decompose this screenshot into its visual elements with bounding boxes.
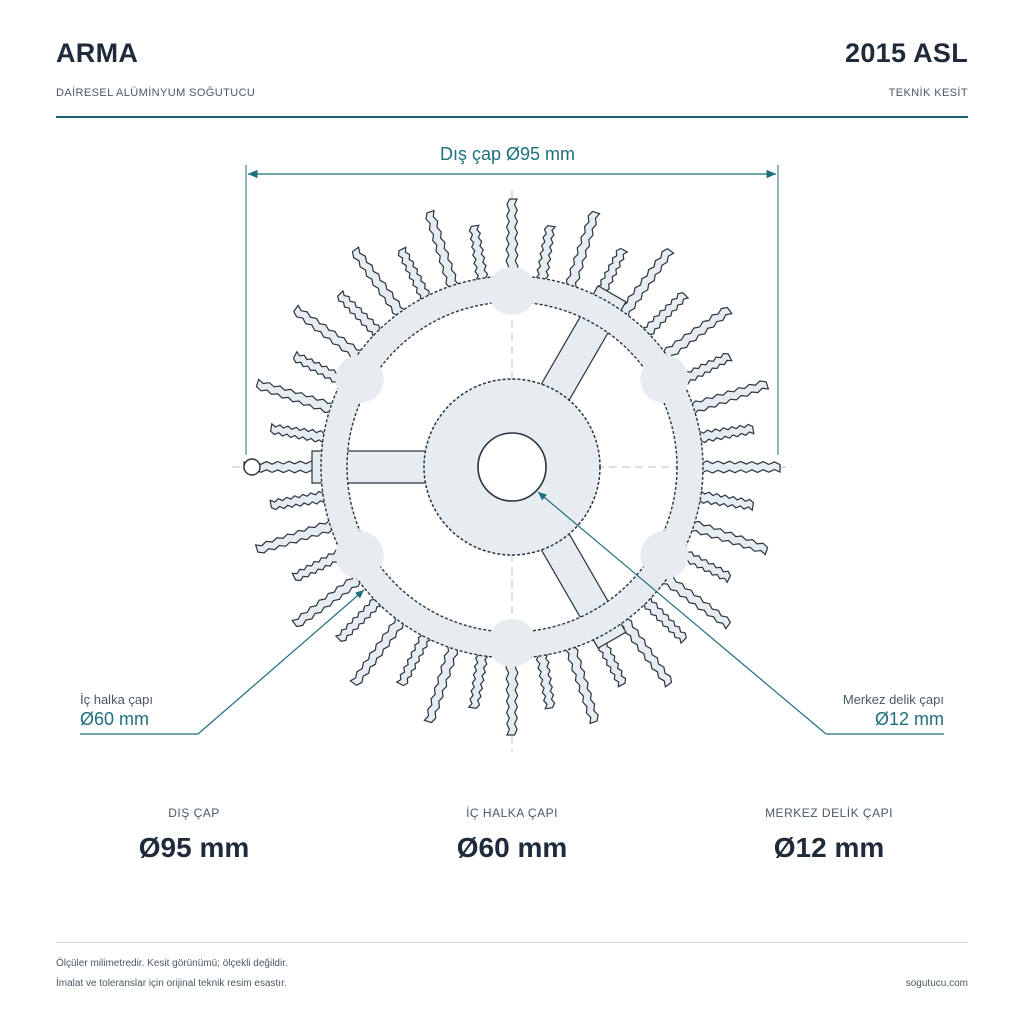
footer-note-units: Ölçüler milimetredir. Kesit görünümü; öl…	[56, 958, 288, 969]
brand-title: ARMA	[56, 38, 139, 68]
outer-diameter-label: Dış çap Ø95 mm	[440, 144, 576, 164]
section-subtitle: TEKNİK KESİT	[888, 87, 968, 99]
cooling-fin	[397, 246, 439, 311]
footer-note-tolerance: İmalat ve toleranslar için orijinal tekn…	[56, 978, 287, 989]
mounting-notch-left	[243, 458, 261, 476]
cooling-fin	[505, 198, 520, 290]
center-hole-leader	[537, 491, 944, 735]
spec-label: MERKEZ DELİK ÇAPI	[765, 806, 893, 820]
cooling-fin	[269, 487, 338, 511]
heatsink-profile	[243, 198, 781, 736]
cooling-fin	[610, 608, 673, 688]
cooling-fin	[269, 422, 338, 446]
spec-value: Ø12 mm	[773, 832, 885, 863]
inner-ring-callout-label: İç halka çapı	[80, 692, 153, 707]
cooling-fin	[686, 423, 755, 447]
fin-root-node	[335, 531, 384, 579]
cooling-fin	[254, 514, 345, 554]
cooling-fin	[468, 224, 492, 293]
fin-root-node	[640, 531, 689, 579]
cooling-fin	[423, 633, 462, 724]
fin-root-node	[640, 355, 689, 403]
spec-value: Ø60 mm	[456, 832, 568, 863]
cooling-fin	[349, 606, 412, 687]
cooling-fin	[689, 460, 781, 475]
model-title: 2015 ASL	[845, 38, 968, 68]
fin-root-nodes	[335, 267, 689, 667]
cooling-fin	[532, 641, 556, 710]
inner-ring-callout-value: Ø60 mm	[80, 709, 150, 729]
cooling-fin	[467, 641, 491, 710]
cooling-fin	[255, 378, 346, 417]
cooling-fin	[653, 306, 733, 369]
cooling-fin	[395, 621, 436, 687]
cooling-fin	[612, 247, 675, 328]
cooling-fin	[533, 224, 557, 293]
cooling-fin	[425, 209, 465, 300]
product-subtitle: DAİRESEL ALÜMİNYUM SOĞUTUCU	[56, 87, 256, 99]
cooling-fin	[678, 517, 769, 556]
spec-outer-diameter: DIŞ ÇAP Ø95 mm	[64, 806, 324, 864]
cooling-fin	[562, 210, 601, 301]
cooling-fin	[292, 304, 373, 367]
center-hole-callout-value: Ø12 mm	[874, 709, 944, 729]
spec-label: İÇ HALKA ÇAPI	[466, 806, 558, 820]
header-right: 2015 ASL TEKNİK KESİT	[845, 38, 968, 99]
spec-value: Ø95 mm	[138, 832, 250, 863]
spec-center-hole: MERKEZ DELİK ÇAPI Ø12 mm	[699, 806, 959, 864]
cooling-fin	[351, 246, 414, 326]
center-hole-callout-label: Merkez delik çapı	[842, 692, 944, 707]
inner-ring-leader	[80, 589, 365, 735]
spec-label: DIŞ ÇAP	[168, 806, 220, 820]
cooling-fin	[559, 634, 599, 725]
cooling-fin	[686, 488, 755, 512]
cooling-fin	[679, 380, 770, 420]
ring-edge-outer	[320, 275, 704, 659]
fin-root-node	[488, 619, 536, 667]
header-left: ARMA DAİRESEL ALÜMİNYUM SOĞUTUCU	[56, 38, 255, 99]
fin-root-node	[335, 355, 384, 403]
center-hole	[477, 432, 547, 502]
cooling-fin	[291, 565, 371, 628]
footer-divider	[56, 942, 968, 943]
cooling-fin	[504, 644, 519, 736]
footer-site: sogutucu.com	[905, 978, 968, 989]
cooling-fin	[651, 567, 732, 630]
header-divider	[56, 116, 968, 118]
fin-root-node	[488, 267, 536, 315]
spec-inner-ring: İÇ HALKA ÇAPI Ø60 mm	[382, 806, 642, 864]
